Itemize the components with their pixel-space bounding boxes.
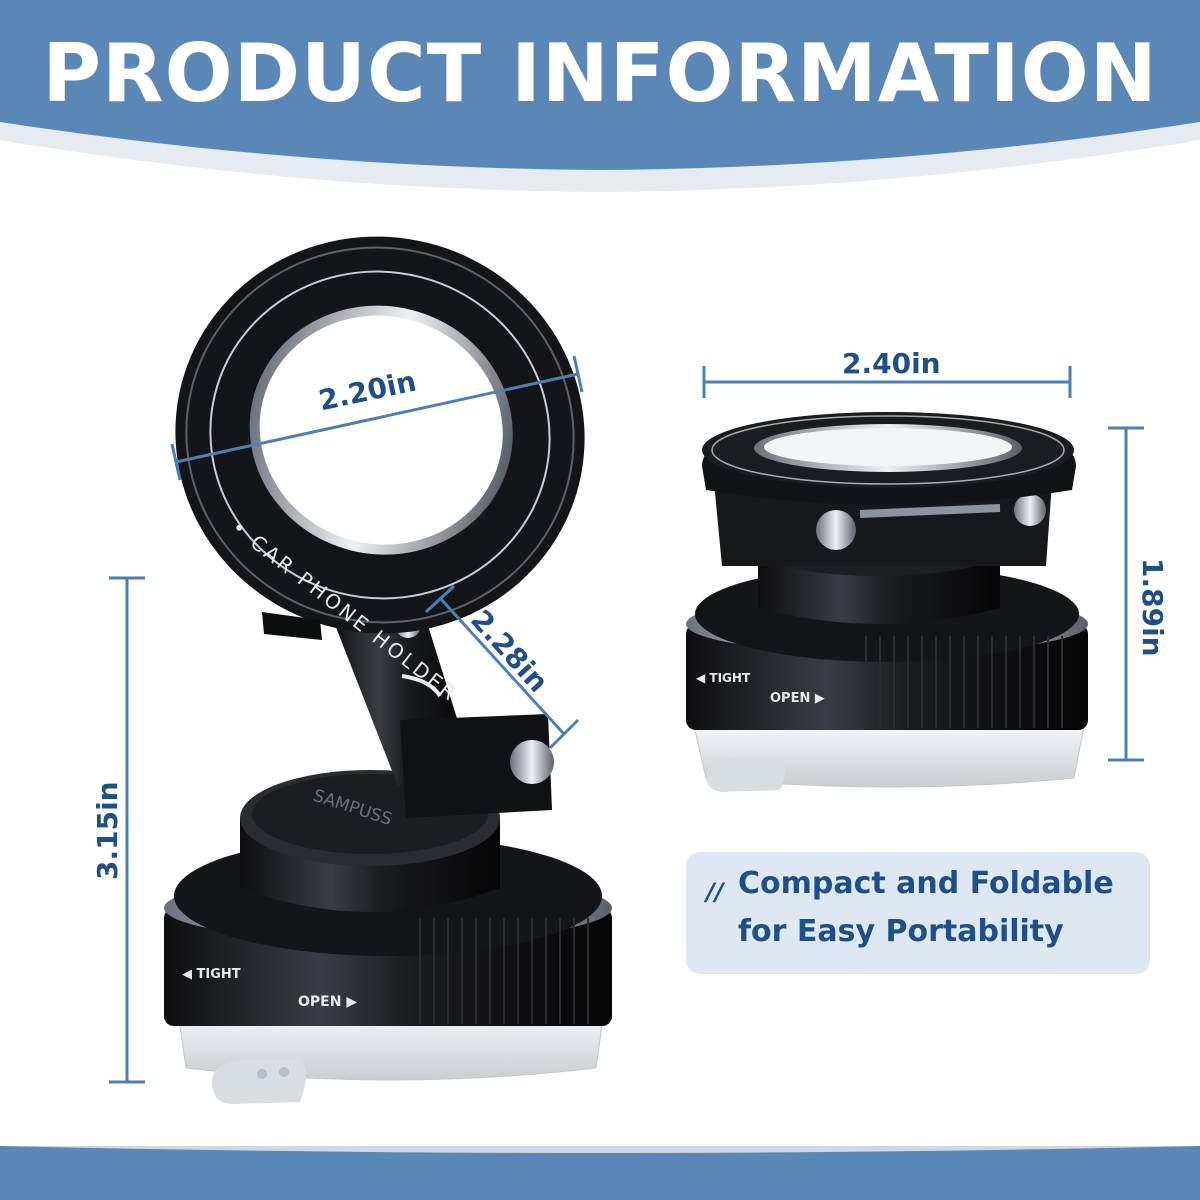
header-banner: PRODUCT INFORMATION — [0, 0, 1200, 200]
footer-shape — [0, 1146, 1200, 1200]
folded-width-label: 2.40in — [842, 347, 941, 380]
folded-height-label: 1.89in — [1136, 558, 1169, 657]
dial-open-label: OPEN ▶ — [298, 994, 357, 1010]
dial-ridges — [419, 918, 589, 1024]
hinge-screw-icon — [510, 740, 554, 784]
dial-tight-label-folded: ◀ TIGHT — [696, 671, 751, 685]
feature-line-1: Compact and Foldable — [738, 866, 1114, 901]
arm-length-line — [438, 596, 566, 736]
feature-callout: // Compact and Foldable for Easy Portabi… — [686, 852, 1150, 974]
dial-ridges-folded — [865, 636, 1063, 728]
header-shape — [0, 0, 1200, 192]
feature-line-2: for Easy Portability — [738, 914, 1064, 949]
dial-tight-label: ◀ TIGHT — [182, 967, 241, 982]
ring-diameter-line — [175, 372, 579, 464]
dial-open-label-folded: OPEN ▶ — [770, 691, 825, 706]
feature-slash-icon: // — [706, 878, 724, 906]
footer-band — [0, 1146, 1200, 1200]
dimension-lines — [109, 355, 1144, 1084]
holder-folded: ◀ TIGHT OPEN ▶ — [686, 412, 1088, 792]
page-title: PRODUCT INFORMATION — [42, 27, 1158, 120]
holder-unfolded: ◀ TIGHT OPEN ▶ SAMPUSS • CAR PHONE HOLDE… — [164, 236, 612, 1104]
magnetic-ring — [175, 236, 585, 634]
total-height-label: 3.15in — [91, 781, 124, 880]
hinge-screw-icon — [1014, 494, 1046, 526]
hinge-screw-icon — [816, 510, 856, 550]
